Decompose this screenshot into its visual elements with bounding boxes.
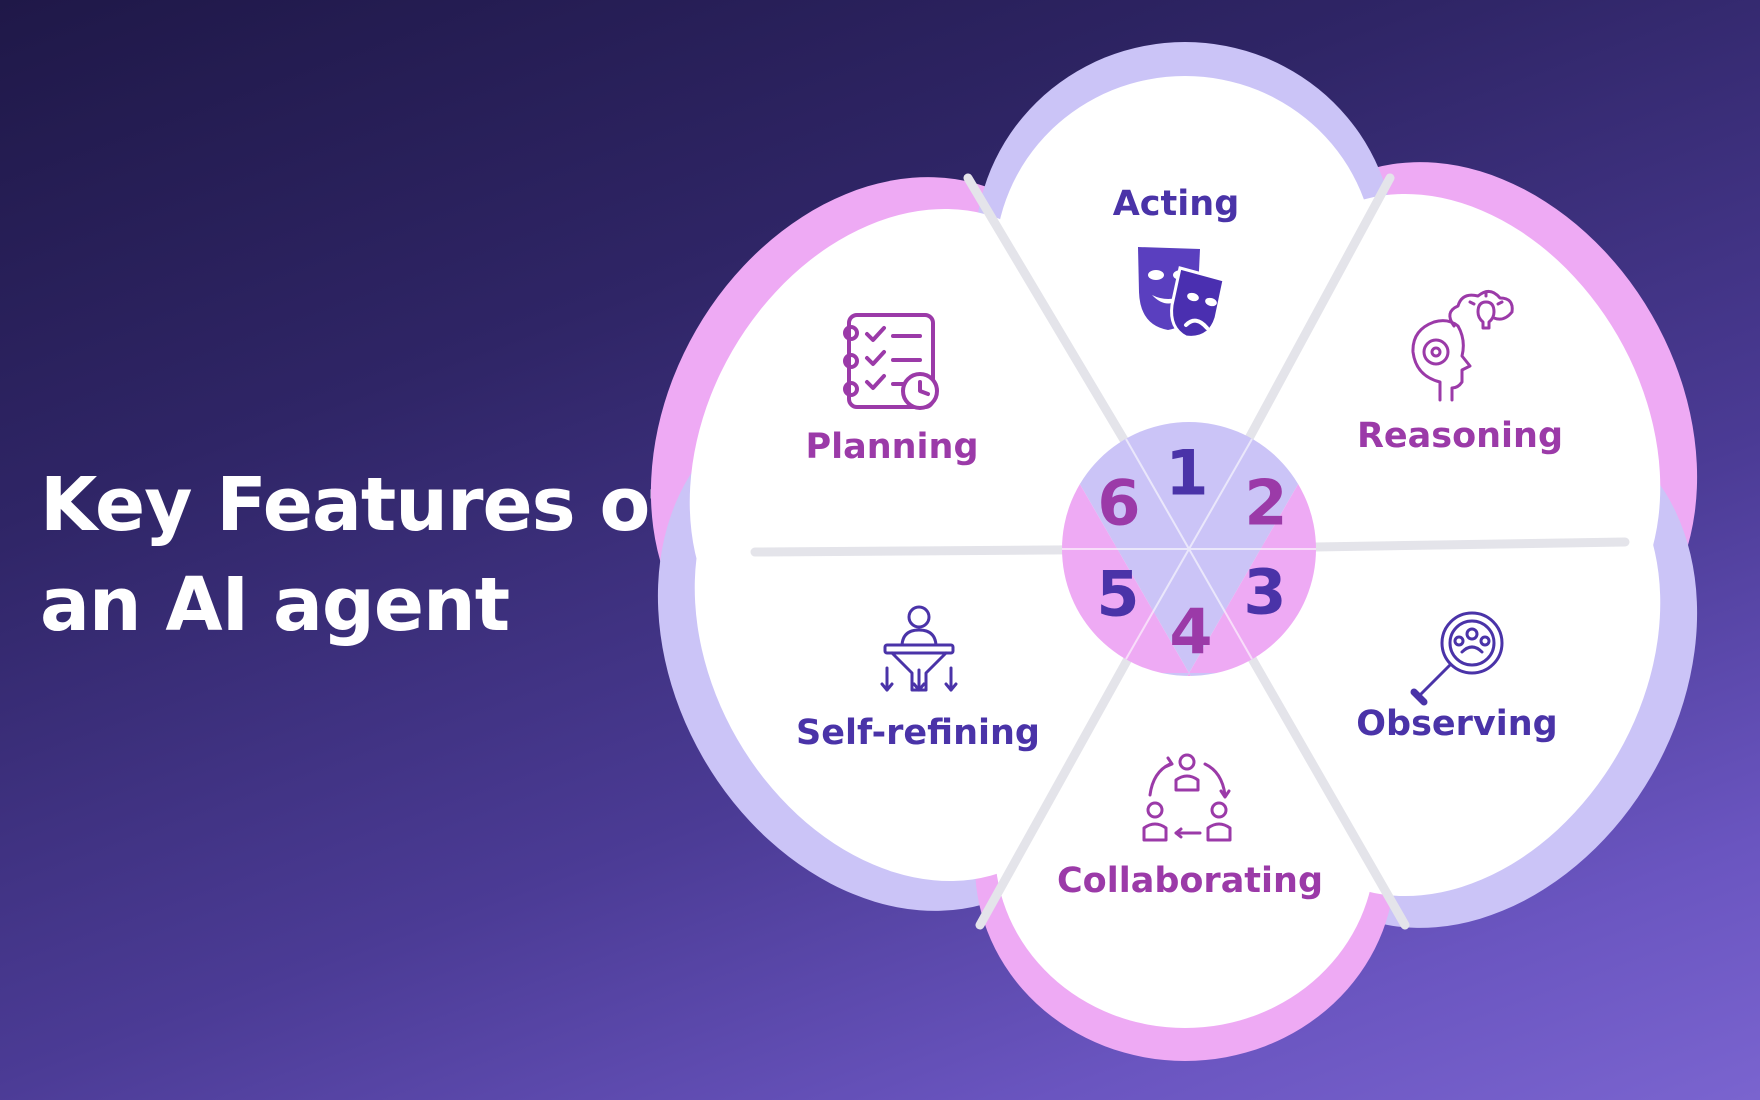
feature-label-reasoning: Reasoning xyxy=(1357,416,1563,456)
checklist-clock-icon xyxy=(845,315,937,408)
page-title-line-2: an AI agent xyxy=(40,562,510,648)
hub-number-1: 1 xyxy=(1165,437,1208,510)
hub-number-6: 6 xyxy=(1097,467,1140,540)
hub-number-4: 4 xyxy=(1169,596,1212,669)
feature-label-planning: Planning xyxy=(805,427,978,467)
feature-label-collaborating: Collaborating xyxy=(1057,861,1323,901)
magnifier-people-icon xyxy=(1414,613,1502,702)
head-gear-lightbulb-icon xyxy=(1413,291,1512,400)
team-cycle-icon xyxy=(1144,755,1230,840)
hub-number-3: 3 xyxy=(1243,556,1286,629)
page-title: Key Features of an AI agent xyxy=(40,455,681,655)
center-hub: 1 2 3 4 5 6 xyxy=(1062,422,1316,676)
page-title-line-1: Key Features of xyxy=(40,462,681,548)
feature-label-self-refining: Self-refining xyxy=(796,713,1040,753)
hub-number-5: 5 xyxy=(1096,558,1139,631)
theater-masks-icon xyxy=(1138,247,1224,337)
feature-labels: Acting Reasoning Observing Collaborating… xyxy=(796,184,1563,901)
feature-label-observing: Observing xyxy=(1356,704,1557,744)
feature-label-acting: Acting xyxy=(1113,184,1240,224)
hub-number-2: 2 xyxy=(1244,467,1287,540)
person-funnel-icon xyxy=(882,607,956,690)
